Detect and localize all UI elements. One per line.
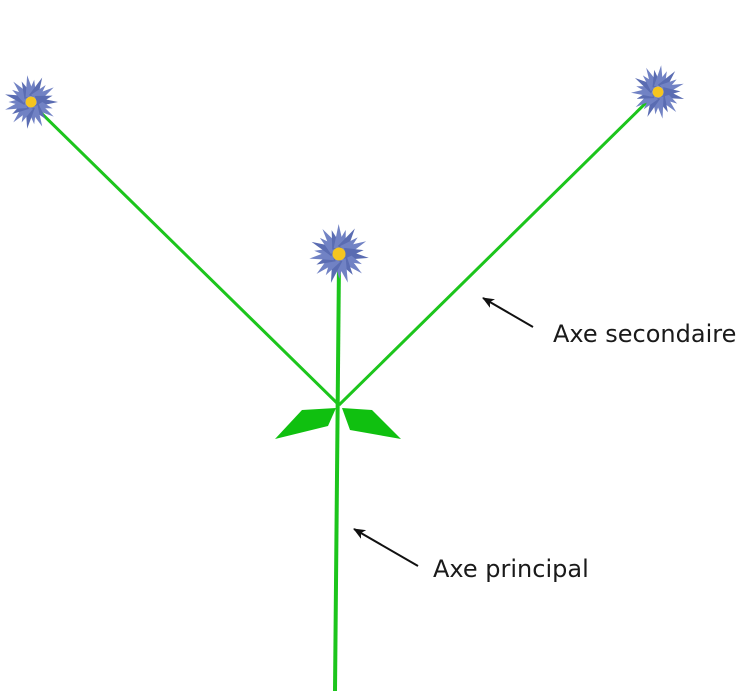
right-flower-petals [631,65,685,119]
principal-axis-stem [333,261,341,691]
petal [344,247,364,259]
petal [28,77,43,100]
petal [663,87,681,97]
center-flower-center [332,247,346,261]
center-flower-petals [309,224,369,283]
secondary-axis-arrow [482,297,534,328]
principal-axis-label: Axe principal [433,555,589,583]
left-flower-petals [5,75,58,129]
left-leaf [275,408,336,439]
right-flower-center [652,86,664,98]
left-flower-center [25,96,37,108]
secondary-axis-label: Axe secondaire [553,320,737,348]
petal [34,95,53,105]
left-flower [5,75,58,129]
right-leaf [342,408,401,439]
petal [311,241,336,257]
secondary-axis-right-stem [337,90,659,407]
right-flower [631,65,685,119]
secondary-axis-left-stem [29,101,341,407]
principal-axis-arrow [353,528,419,567]
center-flower [309,224,369,283]
